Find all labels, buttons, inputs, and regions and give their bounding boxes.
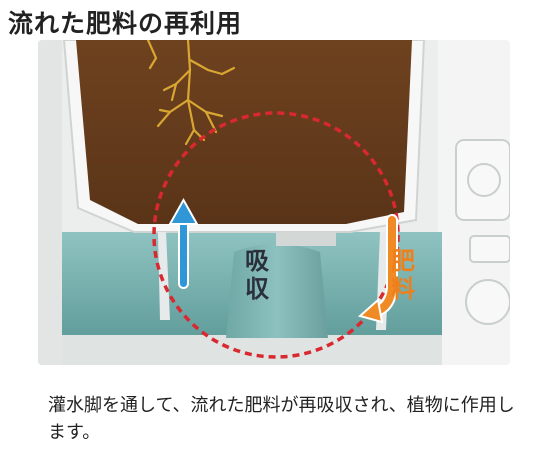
plant-roots [146,40,236,146]
absorb-arrow-icon [168,197,199,289]
page-title: 流れた肥料の再利用 [8,9,243,38]
planter-cross-section-illustration: 吸 収 肥 料 [38,40,510,365]
fertilizer-label: 肥 料 [391,247,415,303]
absorb-label: 吸 収 [245,247,269,303]
soil [76,40,412,224]
reservoir-floor [62,335,442,365]
fertilizer-arrow-icon [357,214,398,324]
divider-left [158,232,170,320]
description-text: 灌水脚を通して、流れた肥料が再吸収され、植物に作用します。 [48,395,515,443]
irrigation-foot-top [276,232,336,246]
side-connector [455,139,510,325]
irrigation-foot [226,244,328,338]
outer-pot-wall-left [38,40,62,365]
